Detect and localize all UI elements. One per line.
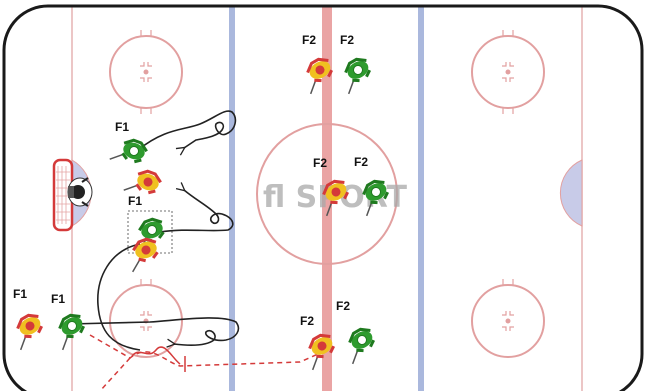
label-f2-top-left: F2 [302, 33, 316, 47]
label-f2-mid-left: F2 [313, 156, 327, 170]
label-f2-top-right: F2 [340, 33, 354, 47]
label-f1-upper: F1 [115, 120, 129, 134]
label-f2-mid-right: F2 [354, 155, 368, 169]
label-f2-bottom-left: F2 [300, 314, 314, 328]
label-f1-bottom-right: F1 [51, 292, 65, 306]
label-f1-middle: F1 [128, 194, 142, 208]
label-f1-bottom-left: F1 [13, 287, 27, 301]
goalie-icon [68, 178, 92, 206]
label-f2-bottom-right: F2 [336, 299, 350, 313]
blue-line-right [418, 0, 424, 391]
blue-line-left [229, 0, 235, 391]
